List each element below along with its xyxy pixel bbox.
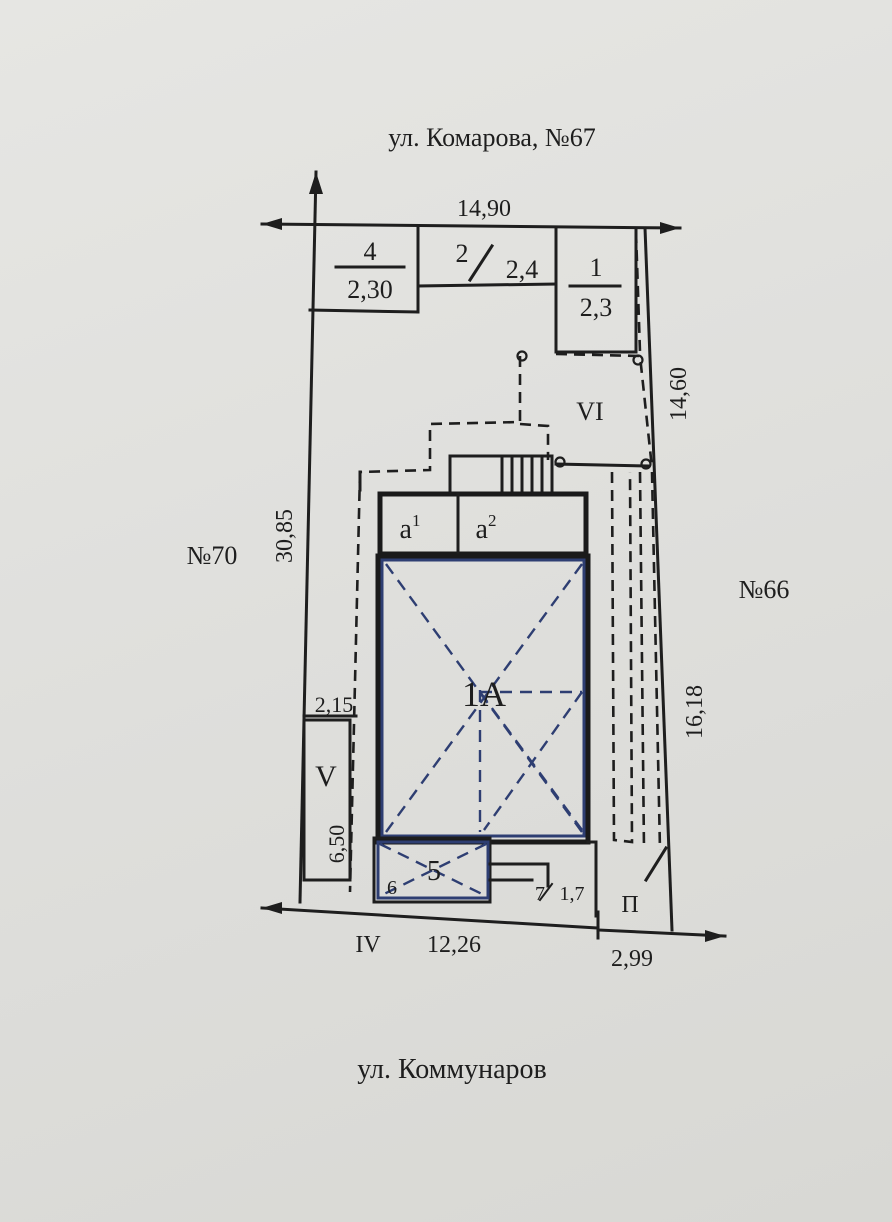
room-1-area: 2,3	[580, 293, 613, 322]
gate-line	[643, 845, 669, 883]
demolition-cross	[483, 691, 583, 831]
right-strip	[610, 471, 669, 883]
shed-v	[302, 714, 358, 882]
street-top-label: ул. Комарова, №67	[388, 123, 595, 152]
room-2-area: 2,4	[506, 255, 539, 284]
outbuilding-1-dashed-edge	[634, 231, 642, 353]
room-7-outline	[488, 862, 550, 888]
dim-top-width: 14,90	[457, 196, 511, 222]
room-6-label: 6	[387, 877, 397, 899]
house-left-dashed-line	[348, 471, 362, 893]
annex-a2-label: а2	[476, 511, 497, 545]
dim-bottom-width: 12,26	[427, 932, 481, 958]
main-house	[348, 470, 598, 918]
street-bottom-label: ул. Коммунаров	[357, 1054, 547, 1085]
dim-bottom-right: 2,99	[611, 946, 653, 972]
house-1a-inner-outline	[380, 558, 586, 838]
right-strip-dashed	[650, 471, 662, 851]
bottom-right-boundary-line	[596, 928, 727, 938]
dim-shed-v-length: 6,50	[324, 825, 349, 864]
dim-right-lower: 16,18	[682, 685, 708, 739]
top-outbuildings	[308, 226, 642, 354]
vi-dashed-outline-left	[359, 356, 522, 474]
corner-marker	[640, 458, 652, 470]
room-5-label: 5	[427, 856, 441, 887]
porch-steps	[448, 454, 554, 494]
room-4-area: 2,30	[347, 275, 393, 304]
labels: ул. Комарова, №67 ул. Коммунаров №70 №66…	[187, 123, 790, 1085]
room-5-inner-outline	[376, 840, 490, 900]
arrow-right-icon	[705, 930, 725, 942]
dim-left-offset: 2,15	[315, 692, 354, 717]
fraction-bar-7	[538, 882, 554, 902]
right-strip-dashed	[638, 471, 646, 851]
room-1-number: 1	[590, 253, 603, 282]
top-boundary-line	[260, 222, 682, 230]
arrow-right-icon	[660, 222, 680, 234]
right-strip-dashed-inner	[610, 471, 634, 844]
neighbor-left-label: №70	[187, 541, 238, 570]
demolition-cross	[479, 691, 583, 831]
lower-rooms	[372, 836, 550, 904]
annex-a1-label: а1	[400, 511, 421, 545]
room-7-area: 1,7	[560, 883, 585, 905]
house-right-edge	[586, 840, 598, 918]
room-6-outline	[372, 836, 492, 904]
vi-dashed-step	[519, 422, 550, 460]
shed-v-label: V	[315, 760, 337, 793]
dim-right-upper: 14,60	[666, 367, 692, 421]
arrow-left-icon	[262, 218, 282, 230]
corner-marker	[632, 354, 644, 366]
house-1a-label: 1А	[462, 674, 506, 714]
fraction-bar-2	[467, 243, 495, 283]
corner-marker	[516, 350, 528, 362]
corner-marker	[554, 456, 566, 468]
outbuilding-1	[554, 226, 638, 354]
left-boundary-line	[298, 170, 318, 904]
structure-vi	[359, 350, 654, 474]
shed-v-outline	[302, 718, 352, 882]
bottom-boundary-line	[260, 906, 600, 930]
vi-dashed-outline-right	[555, 352, 654, 469]
room-4-number: 4	[364, 237, 377, 266]
arrow-up-icon	[309, 172, 323, 194]
room-2-number: 2	[456, 239, 469, 268]
porch-outline	[448, 454, 554, 494]
area-p-label: П	[621, 892, 638, 918]
room-7-label: 7	[535, 883, 545, 905]
structure-vi-label: VI	[576, 397, 603, 426]
right-boundary-line	[643, 226, 674, 932]
arrow-left-icon	[262, 902, 282, 914]
vi-bottom-line	[554, 462, 650, 468]
area-iv-label: IV	[355, 932, 381, 958]
dim-left-side: 30,85	[272, 509, 298, 563]
neighbor-right-label: №66	[739, 575, 790, 604]
